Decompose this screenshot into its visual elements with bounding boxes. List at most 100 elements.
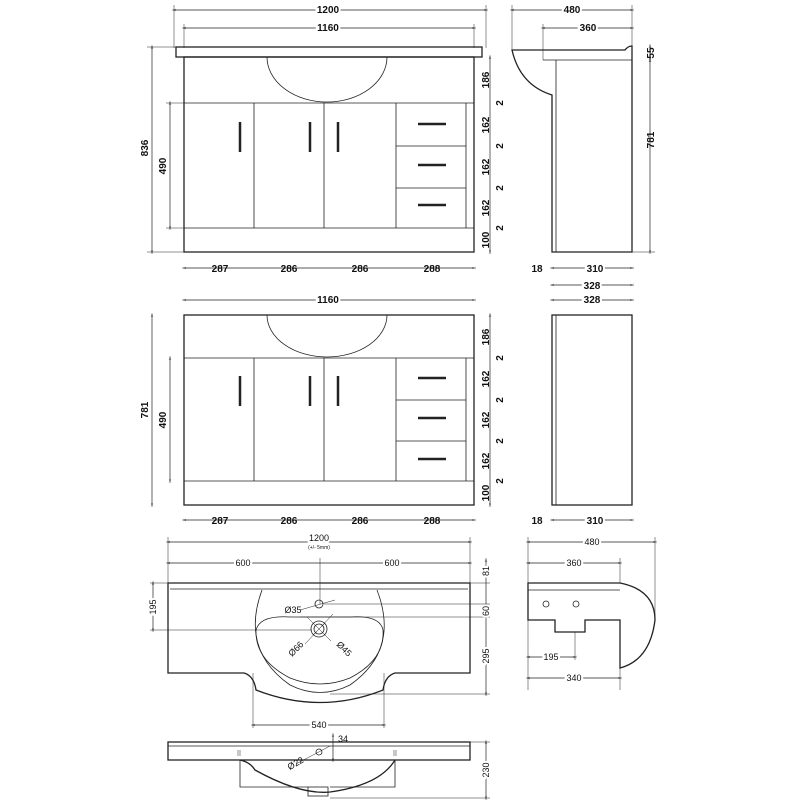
side-profile — [511, 45, 633, 253]
drawing-line — [330, 760, 396, 788]
dimension-label: 60 — [481, 606, 491, 616]
middle-side-view: 328 18 310 — [531, 293, 633, 529]
dim-hole-diameter: Ø22 — [286, 755, 306, 772]
dimension-label: 2 — [495, 185, 506, 191]
dim-tolerance: (+/- 5mm) — [308, 545, 330, 551]
drawing-line — [313, 623, 325, 635]
drawing-line — [542, 600, 550, 608]
drawing-line — [295, 745, 331, 765]
dim-height: 781 — [646, 131, 657, 148]
dim-offset: 195 — [543, 652, 558, 662]
dim-body-depth: 310 — [587, 516, 604, 527]
dim-height: 781 — [140, 401, 151, 418]
dim-plinth-offset: 18 — [531, 516, 543, 527]
basin-plan-view: 1200 (+/- 5mm) 600 600 Ø35 Ø66 Ø45 195 8… — [146, 531, 493, 732]
dimension-label: 287 — [212, 516, 229, 527]
dim-waste-inner: Ø45 — [335, 639, 354, 658]
dimension-label: 286 — [281, 264, 298, 275]
vertical-dimension-chain: 186 2 162 2 162 2 162 2 100 — [481, 328, 506, 501]
dimension-label: 286 — [352, 516, 369, 527]
dimension-label: 2 — [495, 478, 506, 484]
dim-body-depth: 310 — [587, 264, 604, 275]
basin-side-profile — [527, 582, 656, 669]
drawing-line — [551, 314, 633, 506]
dimension-label: 162 — [481, 411, 492, 428]
drawing-line — [239, 759, 396, 793]
drawing-line — [307, 786, 329, 797]
dimension-label: 100 — [481, 231, 492, 248]
drawing-line — [306, 616, 332, 642]
dim-tap-offset: 195 — [148, 599, 158, 614]
dimension-label: 162 — [481, 199, 492, 216]
tap-hole — [315, 748, 323, 756]
drawing-line — [572, 600, 580, 608]
dimension-label: 295 — [481, 648, 491, 663]
dim-width: 1160 — [317, 295, 339, 306]
dim-depth: 480 — [584, 537, 599, 547]
tap-hole — [314, 599, 324, 609]
bowl-inner — [255, 616, 384, 685]
dimension-label: 286 — [281, 516, 298, 527]
countertop — [175, 46, 483, 58]
dimension-label: 288 — [424, 516, 441, 527]
dimension-label: 2 — [495, 397, 506, 403]
dimension-label: 2 — [495, 100, 506, 106]
dim-tap-diameter: Ø35 — [284, 605, 301, 615]
dim-depth: 328 — [584, 295, 601, 306]
dimension-label: 162 — [481, 452, 492, 469]
dim-door-height: 490 — [158, 157, 169, 174]
dim-height: 230 — [481, 762, 491, 777]
dimension-label: 2 — [495, 355, 506, 361]
dimension-label: 162 — [481, 116, 492, 133]
dim-height: 836 — [140, 139, 151, 156]
dimension-label: 162 — [481, 158, 492, 175]
dim-width: 1200 — [309, 533, 329, 543]
dimension-label: 288 — [424, 264, 441, 275]
dim-overall-width: 1200 — [317, 5, 340, 16]
dim-top-depth: 360 — [580, 23, 597, 34]
basin-front-elevation: Ø22 34 230 — [167, 734, 493, 798]
dimension-label: 162 — [481, 370, 492, 387]
cabinet-body — [183, 56, 475, 253]
dimension-label: 2 — [495, 143, 506, 149]
door-handles — [238, 376, 446, 461]
dim-top-thickness: 55 — [646, 47, 657, 59]
dim-bowl-width: 540 — [311, 720, 326, 730]
basin-side-view: 480 360 195 340 — [527, 535, 656, 690]
drawing-line — [239, 760, 308, 788]
dimension-label: 81 — [481, 566, 491, 576]
middle-front-view: 1160 781 490 186 2 162 2 162 2 162 2 100… — [140, 293, 506, 527]
dimension-label: 186 — [481, 328, 492, 345]
top-side-view: 480 360 55 781 18 310 328 — [511, 3, 657, 294]
door-handles — [238, 122, 446, 207]
dim-depth: 480 — [564, 5, 581, 16]
dimension-label: 286 — [352, 264, 369, 275]
drawing-line — [299, 599, 336, 611]
basin-outline — [266, 56, 388, 103]
dimension-label: 100 — [481, 484, 492, 501]
top-front-view: 1200 1160 836 490 186 2 162 2 162 2 162 … — [140, 3, 506, 275]
cabinet-body — [183, 314, 475, 506]
dim-top-depth: 360 — [566, 558, 581, 568]
bottom-dimension-chain: 287 286 286 288 — [212, 264, 441, 275]
dim-depth-2: 340 — [566, 673, 581, 683]
basin-outline — [167, 582, 471, 704]
vertical-dimension-chain: 186 2 162 2 162 2 162 2 100 — [481, 71, 506, 248]
dimension-label: 600 — [384, 558, 399, 568]
dim-plinth-offset: 18 — [531, 264, 543, 275]
drawing-line — [167, 741, 471, 761]
waste-outlet — [310, 620, 328, 638]
dimension-label: 2 — [495, 225, 506, 231]
dim-overall-depth: 328 — [584, 281, 601, 292]
drawing-line — [266, 314, 388, 358]
dim-door-height: 490 — [158, 411, 169, 428]
dimension-label: 2 — [495, 438, 506, 444]
dimension-label: 600 — [235, 558, 250, 568]
dim-width: 1160 — [317, 23, 339, 34]
dimension-label: 287 — [212, 264, 229, 275]
dim-waste-outer: Ø66 — [286, 639, 305, 658]
dimension-label: 186 — [481, 71, 492, 88]
dim-hole-depth: 34 — [338, 734, 348, 744]
bottom-dimension-chain: 287 286 286 288 — [212, 516, 441, 527]
